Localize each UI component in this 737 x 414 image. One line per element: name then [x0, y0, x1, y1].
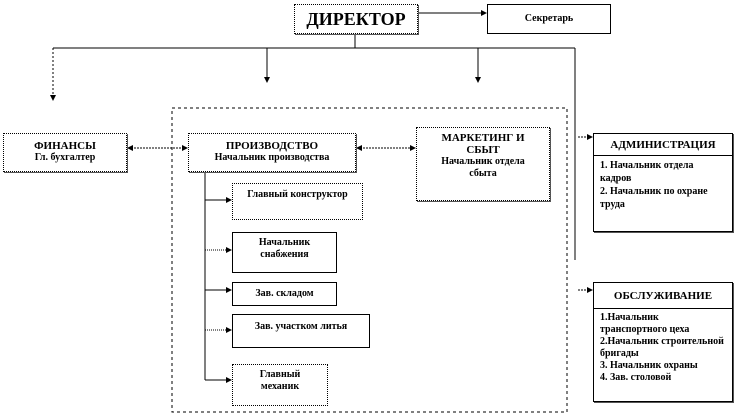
director-box: ДИРЕКТОР [294, 4, 418, 34]
director-label: ДИРЕКТОР [306, 9, 406, 29]
production-subtitle: Начальник производства [214, 152, 330, 163]
finance-subtitle: Гл. бухгалтер [34, 152, 96, 163]
production-group-frame [171, 107, 568, 413]
marketing-box: МАРКЕТИНГ И СБЫТ Начальник отдела сбыта [416, 127, 550, 201]
service-item: 4. Зав. столовой [600, 372, 672, 383]
unit-chief-mechanic: Главный механик [232, 364, 328, 406]
administration-box: АДМИНИСТРАЦИЯ 1. Начальник отдела кадров… [593, 133, 733, 232]
production-box: ПРОИЗВОДСТВО Начальник производства [188, 133, 356, 172]
secretary-box: Секретарь [487, 4, 611, 34]
service-item: 3. Начальник охраны [600, 360, 698, 371]
unit-supply-chief: Начальник снабжения [232, 232, 337, 273]
administration-item: 2. Начальник по охране труда [600, 186, 708, 210]
finance-title: ФИНАНСЫ [34, 140, 96, 152]
service-title: ОБСЛУЖИВАНИЕ [594, 283, 732, 309]
marketing-subtitle: Начальник отдела сбыта [441, 156, 525, 179]
unit-casting-head: Зав. участком литья [232, 314, 370, 348]
administration-title: АДМИНИСТРАЦИЯ [594, 134, 732, 156]
service-box: ОБСЛУЖИВАНИЕ 1.Начальник транспортного ц… [593, 282, 733, 402]
service-item: 2.Начальник строительной бригады [600, 336, 724, 359]
unit-warehouse-head: Зав. складом [232, 282, 337, 306]
production-title: ПРОИЗВОДСТВО [225, 140, 319, 152]
administration-item: 1. Начальник отдела кадров [600, 160, 694, 184]
secretary-label: Секретарь [524, 13, 574, 24]
finance-box: ФИНАНСЫ Гл. бухгалтер [3, 133, 127, 172]
service-item: 1.Начальник транспортного цеха [600, 312, 690, 335]
marketing-title: МАРКЕТИНГ И СБЫТ [441, 132, 525, 156]
unit-chief-designer: Главный конструктор [232, 183, 363, 220]
